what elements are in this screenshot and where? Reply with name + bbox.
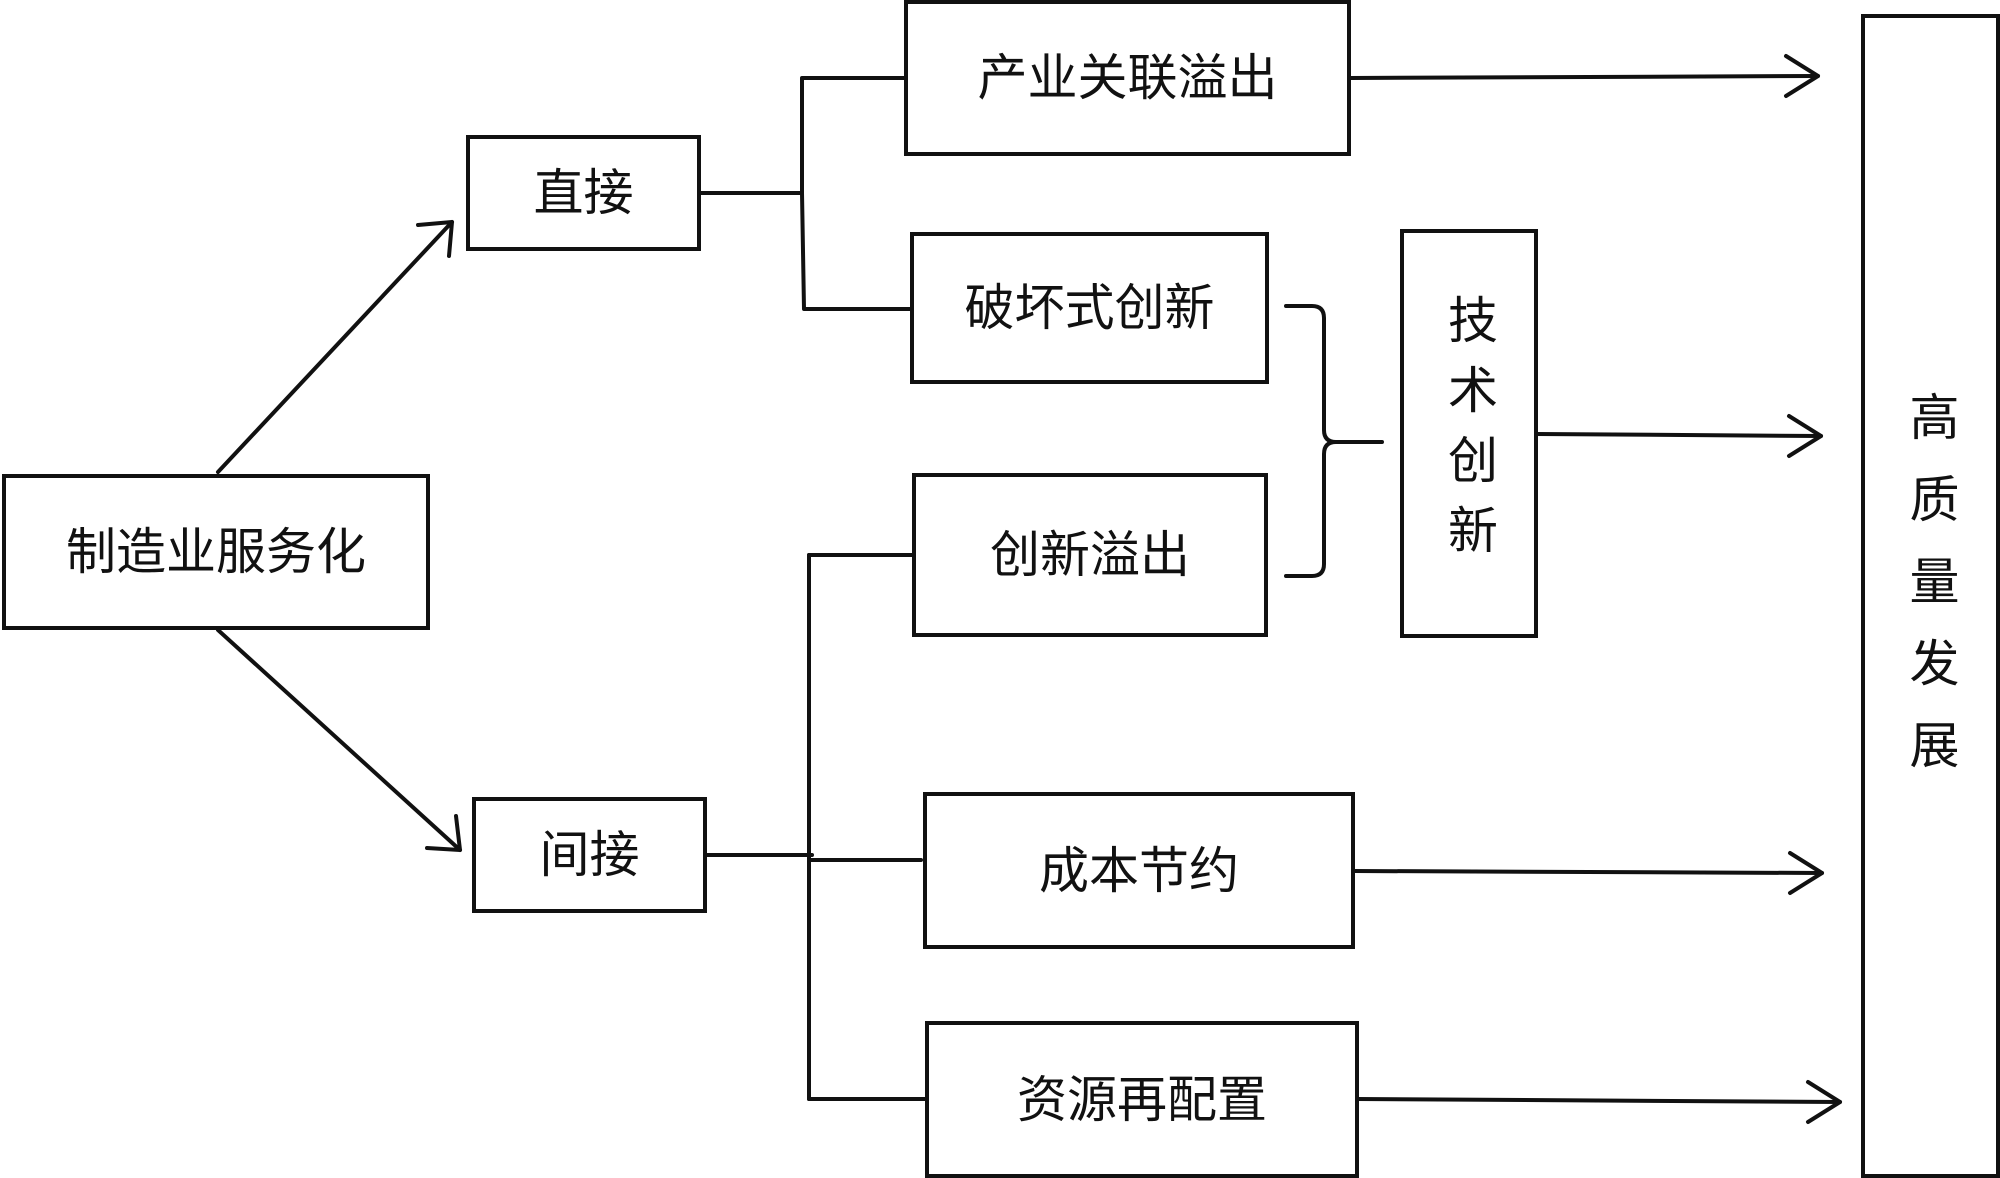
tech-innovation-label: 技术创新 [1440, 293, 1498, 574]
high-quality-development-label: 高质量发展 [1901, 391, 1960, 801]
disruptive-innovation-label: 破坏式创新 [964, 279, 1215, 337]
resource-reallocation-node: 资源再配置 [925, 1021, 1359, 1178]
source-node: 制造业服务化 [2, 474, 430, 630]
indirect-label: 间接 [539, 826, 640, 884]
direct-node: 直接 [466, 135, 701, 251]
brace-innovation [1284, 304, 1384, 578]
disruptive-innovation-node: 破坏式创新 [910, 232, 1269, 384]
arrow-to-direct [216, 220, 454, 474]
tech-innovation-node: 技术创新 [1400, 229, 1538, 638]
arrowhead-tech [1787, 414, 1823, 458]
connector-direct-industry [800, 76, 908, 195]
connector-direct-disruptive [800, 191, 914, 311]
arrowhead-direct [416, 220, 454, 258]
industry-linkage-label: 产业关联溢出 [977, 49, 1278, 107]
arrow-tech-to-hqd [1535, 432, 1823, 438]
cost-saving-node: 成本节约 [923, 792, 1355, 949]
arrow-industry-to-hqd [1349, 74, 1820, 80]
indirect-node: 间接 [472, 797, 707, 913]
industry-linkage-node: 产业关联溢出 [904, 0, 1351, 156]
innovation-spillover-label: 创新溢出 [990, 526, 1190, 584]
arrowhead-resource [1806, 1080, 1842, 1124]
arrowhead-indirect [425, 814, 462, 852]
resource-reallocation-label: 资源再配置 [1017, 1070, 1267, 1129]
arrowhead-industry [1784, 54, 1820, 98]
arrow-cost-to-hqd [1352, 869, 1824, 875]
arrow-resource-to-hqd [1355, 1097, 1842, 1104]
innovation-spillover-node: 创新溢出 [912, 473, 1268, 637]
source-label: 制造业服务化 [66, 523, 366, 581]
cost-saving-label: 成本节约 [1039, 841, 1239, 900]
high-quality-development-node: 高质量发展 [1861, 14, 2000, 1178]
arrowhead-cost [1788, 851, 1824, 895]
arrow-to-indirect [216, 628, 462, 852]
direct-label: 直接 [533, 164, 634, 222]
